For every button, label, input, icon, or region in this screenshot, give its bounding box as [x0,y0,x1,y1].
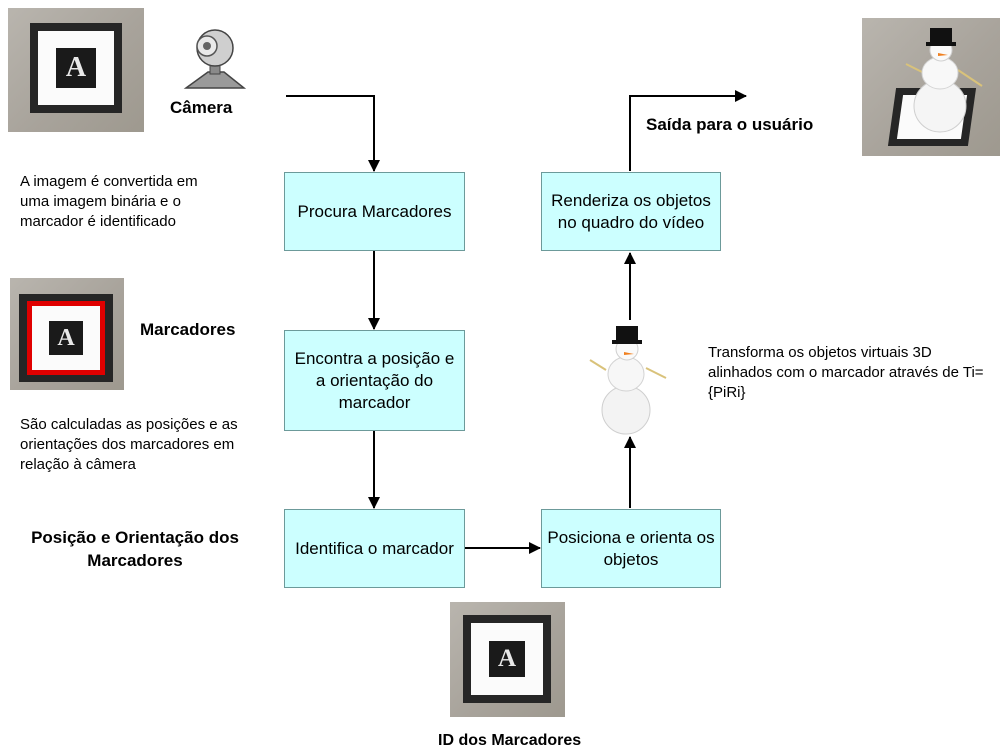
marker-id-label: ID dos Marcadores [438,732,582,749]
calculated-note: São calculadas as posições e as orientaç… [20,416,238,473]
arrow-camera-to-find [286,95,380,172]
marker-id-photo: A [450,602,565,717]
webcam-icon [183,29,247,89]
marker-letter: A [49,321,83,355]
step-position-objects: Posiciona e orienta os objetos [541,509,721,588]
output-photo [862,18,1000,156]
camera-label: Câmera [170,98,233,117]
step-render-objects: Renderiza os objetos no quadro do vídeo [541,172,721,251]
markers-label: Marcadores [140,320,236,339]
step-find-markers: Procura Marcadores [284,172,465,251]
camera-marker-photo: A [8,8,144,132]
output-label: Saída para o usuário [646,115,814,134]
marker-letter: A [489,641,525,677]
snowman-icon [589,326,667,435]
pose-label: Posição e Orientação dos Marcadores [31,528,239,570]
transform-note: Transforma os objetos virtuais 3D alinha… [708,344,984,401]
step-identify-marker: Identifica o marcador [284,509,465,588]
marker-letter: A [56,48,96,88]
arrow-render-to-output [629,90,747,171]
binary-note: A imagem é convertida em uma imagem biná… [20,173,198,230]
step-locate-marker: Encontra a posição e a orientação do mar… [284,330,465,431]
markers-photo: A [10,278,124,390]
